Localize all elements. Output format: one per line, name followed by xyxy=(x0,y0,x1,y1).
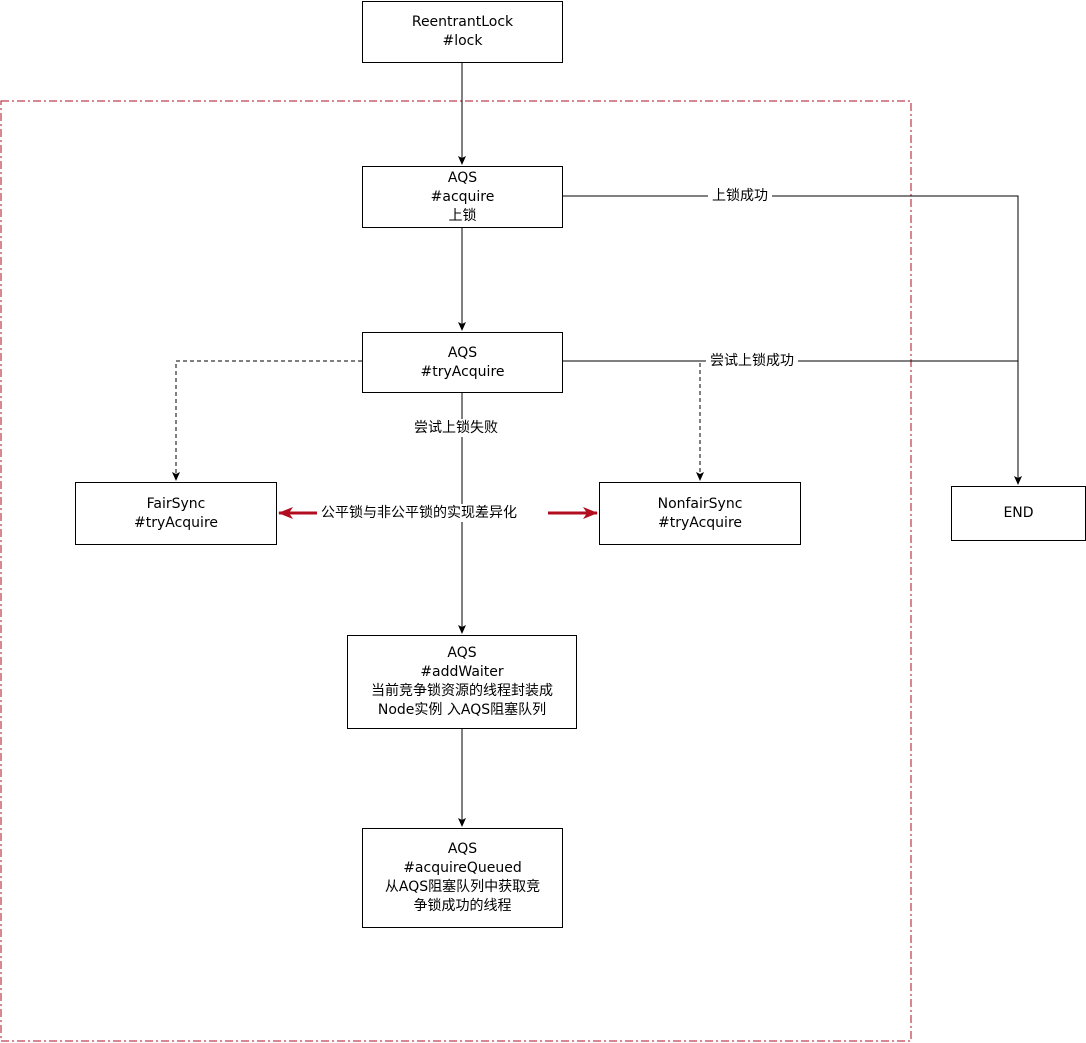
node-line: 争锁成功的线程 xyxy=(413,898,512,914)
node-line: #addWaiter xyxy=(420,664,504,680)
node-line: 当前竞争锁资源的线程封装成 xyxy=(371,683,553,699)
node-line: 上锁 xyxy=(448,207,477,224)
node-line: #acquireQueued xyxy=(403,860,522,876)
label-lock-success: 上锁成功 xyxy=(708,187,772,205)
node-line: #lock xyxy=(442,33,483,49)
node-end: END xyxy=(951,486,1086,541)
node-line: AQS xyxy=(447,645,477,661)
node-line: NonfairSync xyxy=(657,495,743,512)
node-aqs-tryacquire: AQS #tryAcquire xyxy=(362,332,563,393)
edge-try-to-fair xyxy=(172,360,362,481)
group-frame xyxy=(0,100,912,1042)
node-line: #acquire xyxy=(430,188,495,205)
node-line: 从AQS阻塞队列中获取竞 xyxy=(384,879,541,895)
node-line: FairSync xyxy=(146,495,206,512)
node-nonfairsync: NonfairSync #tryAcquire xyxy=(599,482,801,545)
label-try-success: 尝试上锁成功 xyxy=(706,352,798,370)
node-line: AQS xyxy=(447,169,478,186)
node-line: AQS xyxy=(447,841,478,857)
node-line: #tryAcquire xyxy=(420,363,505,380)
label-diff: 公平锁与非公平锁的实现差异化 xyxy=(317,504,521,522)
edge-acquire-to-end xyxy=(563,195,1022,485)
node-line: END xyxy=(1003,505,1034,521)
node-aqs-acquire: AQS #acquire 上锁 xyxy=(362,166,563,228)
label-try-fail: 尝试上锁失败 xyxy=(410,419,502,437)
node-fairsync: FairSync #tryAcquire xyxy=(75,482,277,545)
node-line: ReentrantLock xyxy=(411,14,514,30)
node-line: #tryAcquire xyxy=(134,514,218,531)
node-line: #tryAcquire xyxy=(658,514,742,531)
node-aqs-addwaiter: AQS #addWaiter 当前竞争锁资源的线程封装成 Node实例 入AQS… xyxy=(347,635,577,729)
node-aqs-acquirequeued: AQS #acquireQueued 从AQS阻塞队列中获取竞 争锁成功的线程 xyxy=(362,828,563,928)
node-reentrantlock: ReentrantLock #lock xyxy=(362,1,563,63)
node-line: Node实例 入AQS阻塞队列 xyxy=(377,702,547,718)
node-line: AQS xyxy=(447,344,478,361)
